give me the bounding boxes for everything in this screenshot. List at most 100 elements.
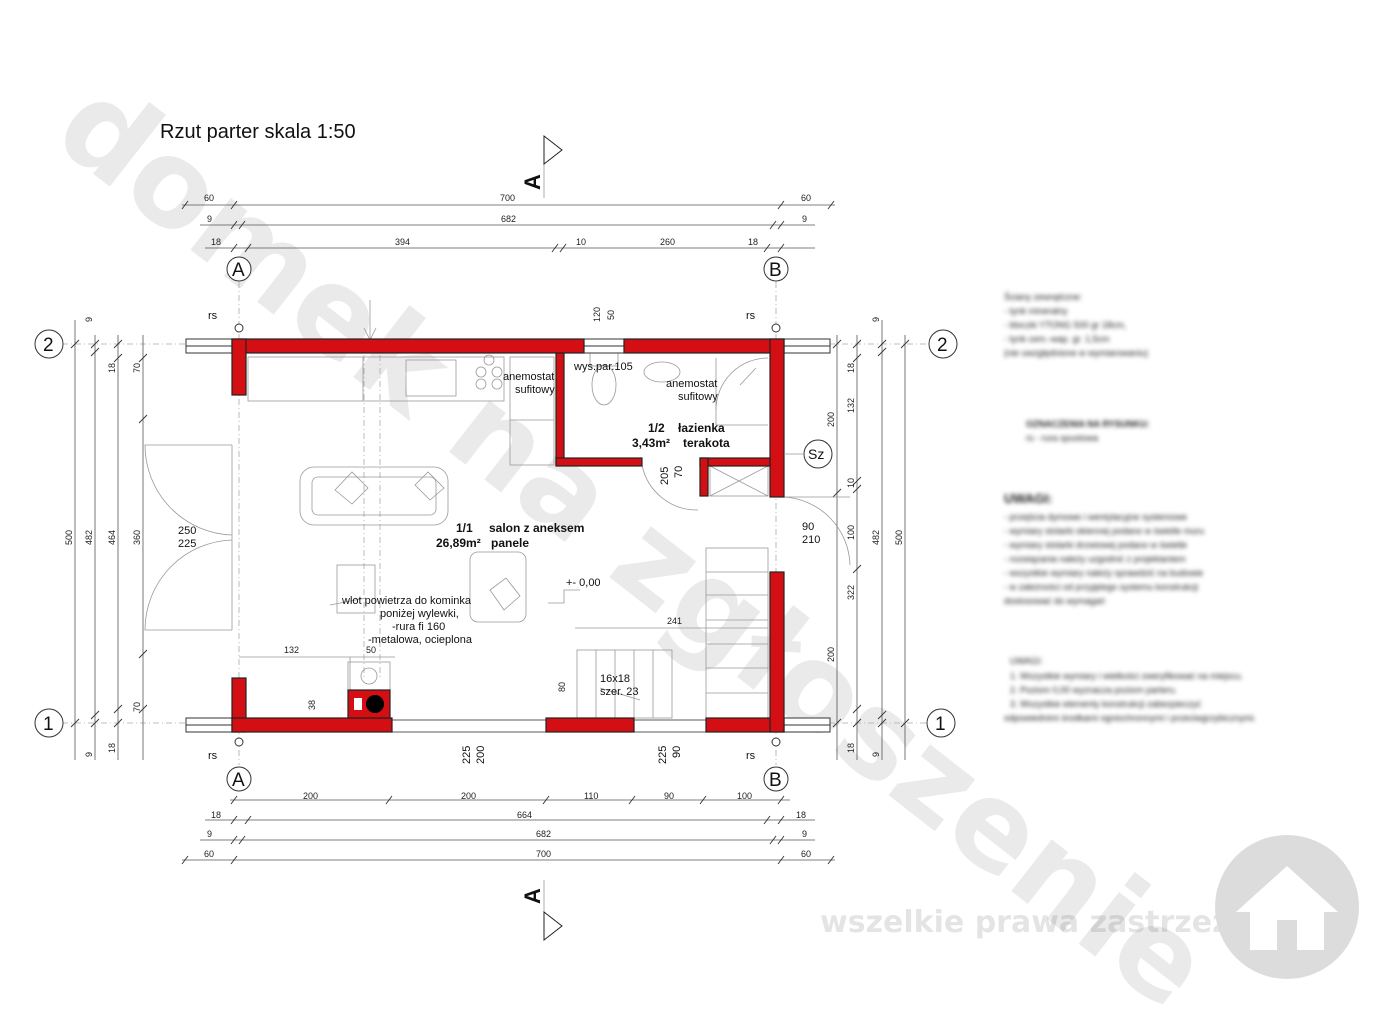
dim-bottom-200-b: 200 — [461, 791, 476, 801]
downpipes: rs rs rs rs — [208, 310, 781, 762]
axis-b-bottom: B — [769, 770, 782, 791]
note-2-1: rs - rura spustowa — [1026, 433, 1098, 443]
dim-top-9-left: 9 — [207, 214, 212, 224]
note-3-1: - przejścia dymowe i wentylacyjne system… — [1004, 512, 1187, 522]
notes-panel: Ściany zewnętrzne: - tynk mineralny - bl… — [1004, 291, 1256, 723]
axis-1-right: 1 — [935, 714, 946, 735]
bottom-dimensions: 200 200 110 90 100 18 664 18 9 682 9 60 … — [181, 791, 835, 865]
dim-bath-door-205: 205 — [659, 467, 671, 485]
dim-bottom-9-right: 9 — [802, 829, 807, 839]
anemostat-bath-2: sufitowy — [678, 391, 718, 403]
dim-right-200-top: 200 — [826, 412, 836, 427]
room-living-floor: panele — [491, 536, 529, 550]
dim-kitchen-132: 132 — [284, 645, 299, 655]
dim-bottom-9-left: 9 — [207, 829, 212, 839]
axis-2-left: 2 — [43, 335, 54, 356]
axis-2-right: 2 — [937, 335, 948, 356]
left-dimensions: 9 500 9 482 18 464 18 70 360 70 — [64, 317, 148, 760]
rs-label-top-left: rs — [208, 310, 218, 322]
dim-win-top-120: 120 — [592, 307, 602, 322]
dim-kitchen-50: 50 — [366, 645, 376, 655]
dim-top-260: 260 — [660, 237, 675, 247]
fireplace-note-2: poniżej wylewki, — [380, 608, 459, 620]
dim-bottom-win1-200: 200 — [475, 746, 487, 764]
note-3-6: - w zależności od przyjętego systemu kon… — [1004, 582, 1198, 592]
note-3-0: UWAGI: — [1004, 491, 1052, 506]
dim-right-322: 322 — [846, 585, 856, 600]
note-3-7: dostosować do wymagań — [1004, 596, 1105, 606]
dim-top-700: 700 — [500, 193, 515, 203]
dim-top-682: 682 — [501, 214, 516, 224]
dim-left-360: 360 — [132, 530, 142, 545]
dim-door-right-210: 210 — [802, 534, 820, 546]
dim-stairs-241: 241 — [667, 616, 682, 626]
dim-bottom-18-right: 18 — [796, 810, 806, 820]
dim-left-482: 482 — [84, 530, 94, 545]
dim-door-right-90: 90 — [802, 521, 814, 533]
note-3-3: - wymiary stolarki drzwiowej podano w św… — [1004, 540, 1187, 550]
room-bath-name: łazienka — [678, 421, 725, 435]
room-living-name: salon z aneksem — [489, 521, 584, 535]
rs-label-top-right: rs — [746, 310, 756, 322]
rs-label-bottom-right: rs — [746, 750, 756, 762]
dim-right-132: 132 — [846, 398, 856, 413]
dim-left-70-bottom: 70 — [132, 702, 142, 712]
dim-right-100: 100 — [846, 525, 856, 540]
axis-a-top: A — [232, 260, 245, 281]
note-3-2: - wymiary stolarki okiennej podano w świ… — [1004, 526, 1204, 536]
dim-left-70-top: 70 — [132, 363, 142, 373]
opening-dimensions: 50 120 250 225 90 210 70 205 200 225 90 … — [178, 307, 820, 764]
house-logo-icon — [1215, 835, 1359, 979]
interior-linework — [144, 300, 851, 733]
dim-stairs-80: 80 — [557, 682, 567, 692]
dim-bottom-60-right: 60 — [801, 849, 811, 859]
dim-right-9-bottom: 9 — [871, 752, 881, 757]
fireplace-icon — [366, 695, 384, 713]
dim-left-18-top: 18 — [107, 363, 117, 373]
dim-top-9-right: 9 — [802, 214, 807, 224]
note-4-3: 3. Wszystkie elementy konstrukcji zabezp… — [1010, 699, 1202, 709]
note-4-4: odpowiednimi środkami ogniochronnymi i p… — [1004, 713, 1256, 723]
dim-top-60-left: 60 — [204, 193, 214, 203]
dim-door-left-250: 250 — [178, 525, 196, 537]
drawing-title: Rzut parter skala 1:50 — [160, 121, 356, 143]
dim-door-left-225: 225 — [178, 538, 196, 550]
fireplace-note-1: wlot powietrza do kominka — [341, 595, 472, 607]
walls — [231, 338, 785, 733]
sz-label: Sz — [808, 446, 824, 462]
dim-right-18-bottom: 18 — [846, 743, 856, 753]
dim-bottom-win2-225: 225 — [657, 746, 669, 764]
dim-top-18-left: 18 — [211, 237, 221, 247]
dim-kitchen-38: 38 — [307, 700, 317, 710]
section-marker-top-label: A — [520, 174, 545, 190]
dim-left-9-top: 9 — [84, 317, 94, 322]
section-marker-bottom: A — [520, 880, 563, 942]
dim-bottom-win1-225: 225 — [461, 746, 473, 764]
stairs-note-1: 16x18 — [600, 673, 630, 685]
note-2-0: OZNACZENIA NA RYSUNKU: — [1026, 419, 1150, 429]
dim-top-394: 394 — [395, 237, 410, 247]
stairs-note-2: szer. 23 — [600, 686, 639, 698]
dim-bottom-100: 100 — [737, 791, 752, 801]
room-living-number: 1/1 — [456, 521, 473, 535]
room-bath-floor: terakota — [683, 436, 730, 450]
note-3-4: - rozwiązania należy uzgodnić z projekta… — [1004, 554, 1186, 564]
fireplace-note-3: -rura fi 160 — [392, 621, 445, 633]
axis-b-top: B — [769, 260, 782, 281]
axis-a-bottom: A — [232, 770, 245, 791]
note-1-2: - bloczki YTONG 500 gr 18cm, — [1004, 320, 1126, 330]
dim-left-464: 464 — [107, 530, 117, 545]
dim-left-9-bottom: 9 — [84, 752, 94, 757]
fireplace-note-4: -metalowa, ocieplona — [368, 634, 473, 646]
note-1-4: (nie uwzględnione w wymiarowaniu) — [1004, 348, 1148, 358]
right-dimensions: 18 132 10 100 322 18 200 200 9 482 9 500 — [826, 317, 910, 760]
level-label: +- 0,00 — [566, 577, 601, 589]
notes-legend: OZNACZENIA NA RYSUNKU: rs - rura spustow… — [1026, 419, 1150, 443]
dim-left-500: 500 — [64, 530, 74, 545]
note-3-5: - wszystkie wymiary należy sprawdzić na … — [1004, 568, 1203, 578]
dim-right-10: 10 — [846, 478, 856, 488]
dim-right-482: 482 — [871, 530, 881, 545]
note-4-1: 1. Wszystkie wymiary i wielkości zweryfi… — [1010, 671, 1243, 681]
dim-bottom-90: 90 — [664, 791, 674, 801]
